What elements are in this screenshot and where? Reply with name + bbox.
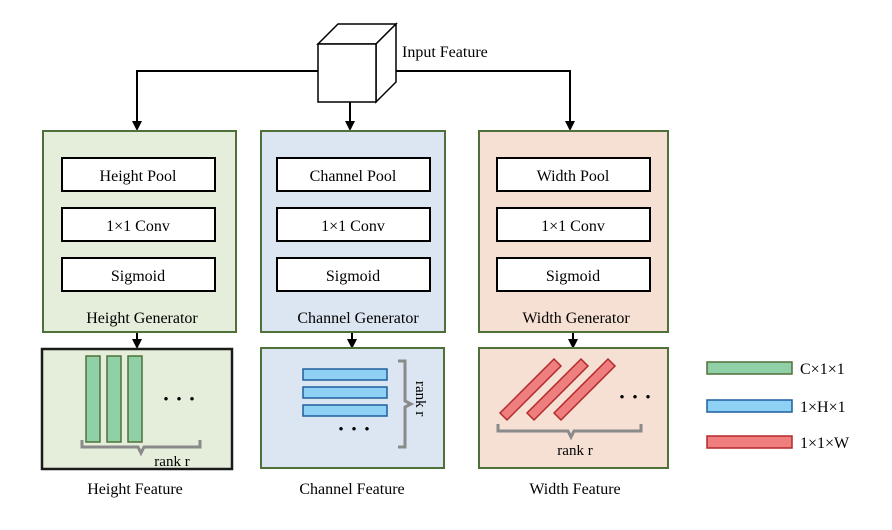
channel-sigmoid-box <box>276 257 431 292</box>
width-feature-bar <box>525 357 590 422</box>
height-feature-bar <box>85 355 101 443</box>
legend: C×1×1 1×H×1 1×1×W <box>706 361 850 452</box>
input-connectors <box>132 70 578 349</box>
channel-feature-bar <box>302 404 388 417</box>
legend-swatch-1h1 <box>706 399 793 413</box>
channel-generator: Channel Pool 1×1 Conv Sigmoid Channel Ge… <box>260 130 446 333</box>
width-feature-panel: • • • rank r <box>478 347 669 469</box>
height-feature-bar <box>106 355 122 443</box>
height-sigmoid-label: Sigmoid <box>111 268 165 285</box>
height-feature-label: Height Feature <box>87 481 183 498</box>
width-rank-label: rank r <box>557 443 592 459</box>
width-pool-label: Width Pool <box>537 168 610 185</box>
channel-feature-label: Channel Feature <box>299 481 404 498</box>
width-feature-bar <box>498 357 563 422</box>
input-feature-label: Input Feature <box>402 44 488 61</box>
legend-label-c11: C×1×1 <box>800 361 845 378</box>
width-feature-dots: • • • <box>619 390 652 406</box>
channel-conv-label: 1×1 Conv <box>321 218 385 235</box>
rank-bracket <box>80 440 202 457</box>
height-generator-label: Height Generator <box>86 310 198 327</box>
legend-label-11w: 1×1×W <box>800 435 850 452</box>
height-feature-dots: • • • <box>163 392 196 408</box>
height-pool-box <box>61 157 216 192</box>
input-cube-icon <box>316 22 398 104</box>
width-generator: Width Pool 1×1 Conv Sigmoid Width Genera… <box>478 130 669 333</box>
legend-swatch-11w <box>706 435 793 449</box>
channel-rank-label: rank r <box>412 381 428 416</box>
height-feature-panel: • • • rank r <box>40 347 234 471</box>
height-conv-label: 1×1 Conv <box>106 218 170 235</box>
rank-bracket <box>496 424 643 441</box>
width-pool-box <box>496 157 651 192</box>
channel-pool-box <box>276 157 431 192</box>
width-conv-box <box>496 207 651 242</box>
height-feature-bar <box>127 355 143 443</box>
channel-feature-dots: • • • <box>338 422 371 438</box>
height-rank-label: rank r <box>154 454 189 470</box>
rank-bracket <box>398 359 415 449</box>
height-sigmoid-box <box>61 257 216 292</box>
width-sigmoid-box <box>496 257 651 292</box>
legend-label-1h1: 1×H×1 <box>800 399 846 416</box>
width-generator-label: Width Generator <box>522 310 630 327</box>
channel-feature-bar <box>302 386 388 399</box>
width-sigmoid-label: Sigmoid <box>546 268 600 285</box>
channel-conv-box <box>276 207 431 242</box>
width-feature-label: Width Feature <box>529 481 620 498</box>
width-conv-label: 1×1 Conv <box>541 218 605 235</box>
height-conv-box <box>61 207 216 242</box>
height-generator: Height Pool 1×1 Conv Sigmoid Height Gene… <box>42 130 237 333</box>
channel-feature-panel: • • • rank r <box>260 347 445 469</box>
channel-pool-label: Channel Pool <box>310 168 397 185</box>
channel-feature-bar <box>302 368 388 381</box>
channel-generator-label: Channel Generator <box>297 310 419 327</box>
legend-swatch-c11 <box>706 361 793 375</box>
channel-sigmoid-label: Sigmoid <box>326 268 380 285</box>
width-feature-bar <box>552 357 617 422</box>
height-pool-label: Height Pool <box>100 168 177 185</box>
